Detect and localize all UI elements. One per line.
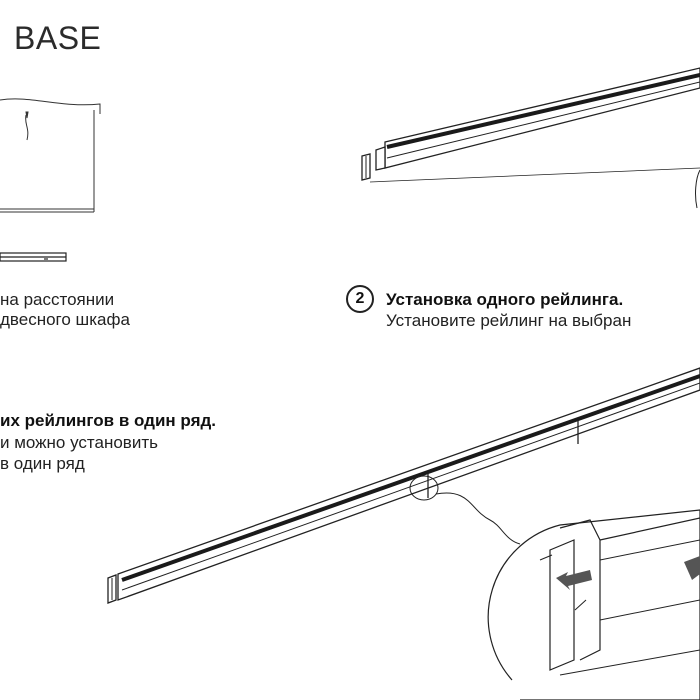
joined-rails-illustration	[107, 367, 700, 700]
single-rail-illustration	[361, 67, 700, 209]
push-arrow-icon-2	[684, 556, 700, 580]
step2-heading: Установка одного рейлинга.	[386, 290, 624, 309]
page-title: BASE	[14, 20, 102, 56]
push-arrow-icon	[556, 570, 592, 590]
step3-line1: и можно установить	[0, 433, 158, 452]
step1-line1: на расстоянии	[0, 290, 115, 309]
step2-number-badge: 2	[346, 285, 374, 313]
wall-cabinet-illustration	[0, 98, 101, 213]
step2-text: Установите рейлинг на выбран	[386, 311, 632, 330]
step1-line2: двесного шкафа	[0, 310, 130, 329]
step3-heading: их рейлингов в один ряд.	[0, 411, 217, 430]
step3-line2: в один ряд	[0, 454, 85, 473]
rail-profile-small	[0, 252, 67, 262]
